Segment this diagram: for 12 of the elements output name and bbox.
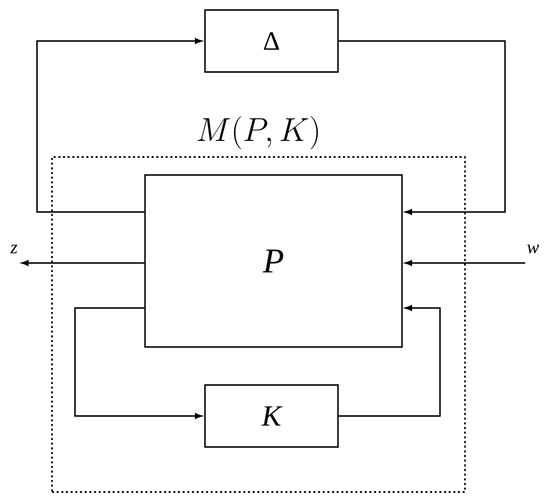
block-box: K <box>204 384 339 448</box>
arrow <box>338 40 506 215</box>
signal-label: w <box>527 244 540 254</box>
block-box: P <box>144 174 403 348</box>
arrow <box>36 38 202 213</box>
arrow <box>22 260 144 266</box>
frame-heading: $M(P,K)$ <box>198 116 318 150</box>
block-box: Δ <box>204 9 339 73</box>
arrow <box>338 305 441 417</box>
arrow <box>405 260 526 266</box>
signal-label: z <box>10 244 18 254</box>
arrow <box>74 307 202 419</box>
